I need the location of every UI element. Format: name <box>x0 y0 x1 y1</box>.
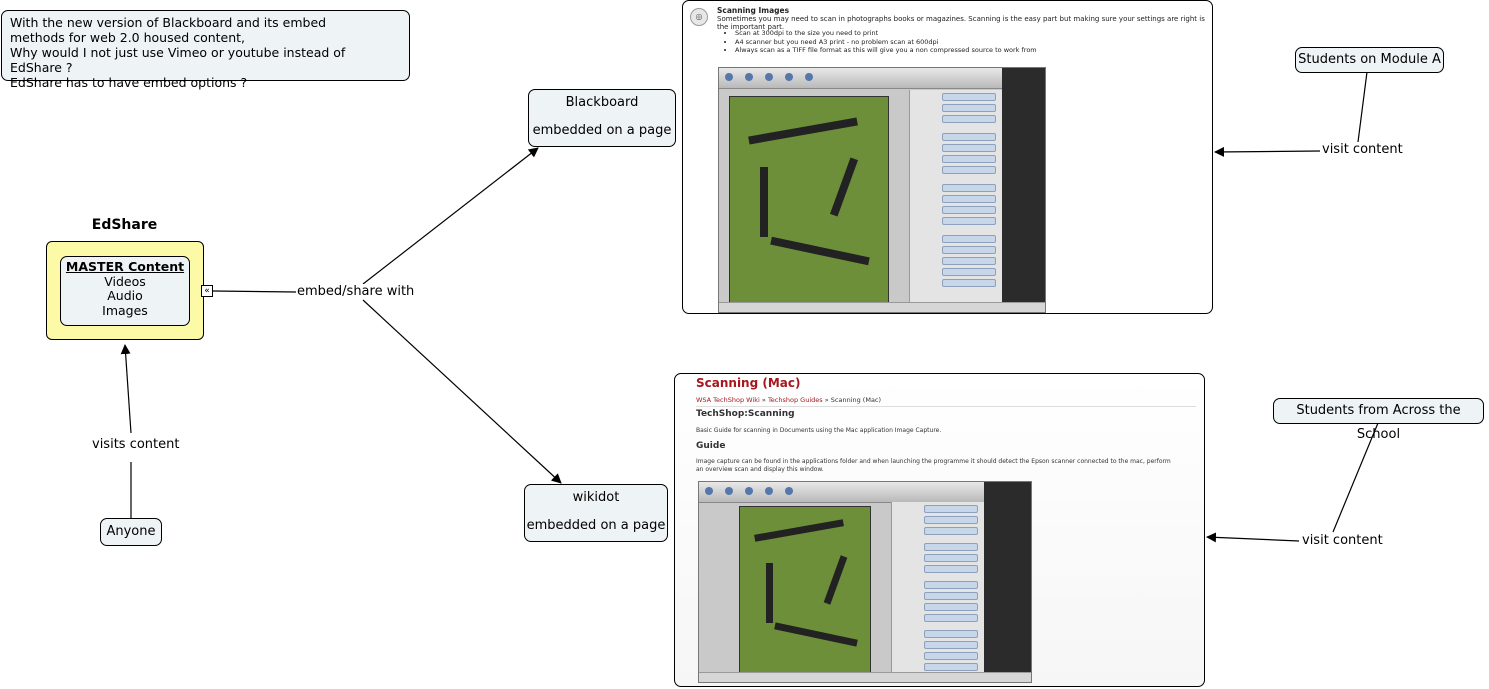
students-module-node[interactable]: Students on Module A <box>1295 47 1444 73</box>
students-school-node[interactable]: Students from Across the School <box>1273 398 1484 442</box>
wikidot-sublabel: embedded on a page <box>526 518 666 533</box>
breadcrumb-separator: » <box>759 396 768 404</box>
connector-school-to-visit <box>1332 422 1379 533</box>
scanner-dark-sidebar <box>1002 68 1045 302</box>
master-content-item: Videos <box>104 273 146 289</box>
edge-label-visit-content-bottom: visit content <box>1302 533 1383 548</box>
blackboard-page-heading: Scanning Images <box>717 6 790 15</box>
note-line: With the new version of Blackboard and i… <box>10 15 327 30</box>
wikidot-node[interactable]: wikidot embedded on a page <box>524 484 668 542</box>
scanner-toolbar <box>719 68 1045 89</box>
scanner-toolbar <box>699 482 1031 503</box>
connector-visit-to-wikiscreen <box>1206 532 1300 543</box>
video-control-bar <box>719 302 1045 312</box>
master-content-title: MASTER Content <box>65 259 185 274</box>
edge-label-visit-content-top: visit content <box>1322 142 1403 157</box>
note-line: EdShare has to have embed options ? <box>10 75 248 90</box>
wikidot-section-heading: Guide <box>696 441 726 451</box>
master-content-item: Images <box>102 302 148 318</box>
blackboard-bullet-list: Scan at 300dpi to the size you need to p… <box>727 29 1037 55</box>
scanner-dark-sidebar <box>984 482 1031 672</box>
blackboard-label: Blackboard <box>565 95 639 110</box>
video-control-bar <box>699 672 1031 682</box>
master-content-node[interactable]: MASTER Content Videos Audio Images <box>60 256 190 326</box>
students-module-label: Students on Module A <box>1298 52 1441 67</box>
connector-edshare-to-embed <box>212 290 297 293</box>
edshare-title: EdShare <box>91 217 158 233</box>
connector-embed-to-blackboard <box>362 147 539 285</box>
connector-visits-to-edshare <box>120 344 132 434</box>
wikidot-page-title: Scanning (Mac) <box>696 376 801 390</box>
wikidot-paragraph: Basic Guide for scanning in Documents us… <box>696 427 942 434</box>
list-item: A4 scanner but you need A3 print - no pr… <box>735 38 1037 47</box>
collapse-icon[interactable]: « <box>201 285 213 297</box>
scanner-window-image <box>718 67 1046 313</box>
scanner-window-image <box>698 481 1032 683</box>
blackboard-sublabel: embedded on a page <box>532 123 672 138</box>
scanner-settings-panel <box>909 90 1002 302</box>
wikidot-label: wikidot <box>572 490 620 505</box>
connector-visit-to-bbscreen <box>1214 146 1321 157</box>
connector-embed-to-wikidot <box>362 299 562 484</box>
connector-module-to-visit <box>1357 71 1368 143</box>
scan-preview-image <box>739 506 871 674</box>
note-line: Why would I not just use Vimeo or youtub… <box>10 45 346 75</box>
edge-label-visits-content: visits content <box>92 437 180 452</box>
list-item: Scan at 300dpi to the size you need to p… <box>735 29 1037 38</box>
blackboard-page-header: Scanning Images Sometimes you may need t… <box>717 6 1212 32</box>
anyone-label: Anyone <box>106 524 156 539</box>
master-content-item: Audio <box>107 288 143 303</box>
breadcrumb-current: » Scanning (Mac) <box>822 396 882 404</box>
scan-preview-image <box>729 96 889 304</box>
wikidot-screenshot[interactable]: Scanning (Mac) WSA TechShop Wiki » Techs… <box>674 373 1205 687</box>
question-note[interactable]: With the new version of Blackboard and i… <box>1 10 410 90</box>
breadcrumb-link[interactable]: WSA TechShop Wiki <box>696 396 760 404</box>
students-school-label: Students from Across the School <box>1296 403 1461 442</box>
note-line: methods for web 2.0 housed content, <box>10 30 246 45</box>
wikidot-paragraph: Image capture can be found in the applic… <box>696 458 1171 473</box>
breadcrumb: WSA TechShop Wiki » Techshop Guides » Sc… <box>696 396 881 404</box>
edge-label-embed-share: embed/share with <box>297 284 415 299</box>
blackboard-page-intro: Sometimes you may need to scan in photog… <box>717 15 1205 31</box>
list-item: Always scan as a TIFF file format as thi… <box>735 46 1037 55</box>
wikidot-section-heading: TechShop:Scanning <box>696 409 795 419</box>
blackboard-screenshot[interactable]: ◎ Scanning Images Sometimes you may need… <box>682 0 1213 314</box>
blackboard-logo-icon: ◎ <box>690 8 708 26</box>
breadcrumb-link[interactable]: Techshop Guides <box>767 396 823 404</box>
scanner-settings-panel <box>891 502 984 672</box>
blackboard-node[interactable]: Blackboard embedded on a page <box>528 89 676 147</box>
anyone-node[interactable]: Anyone <box>100 518 162 546</box>
